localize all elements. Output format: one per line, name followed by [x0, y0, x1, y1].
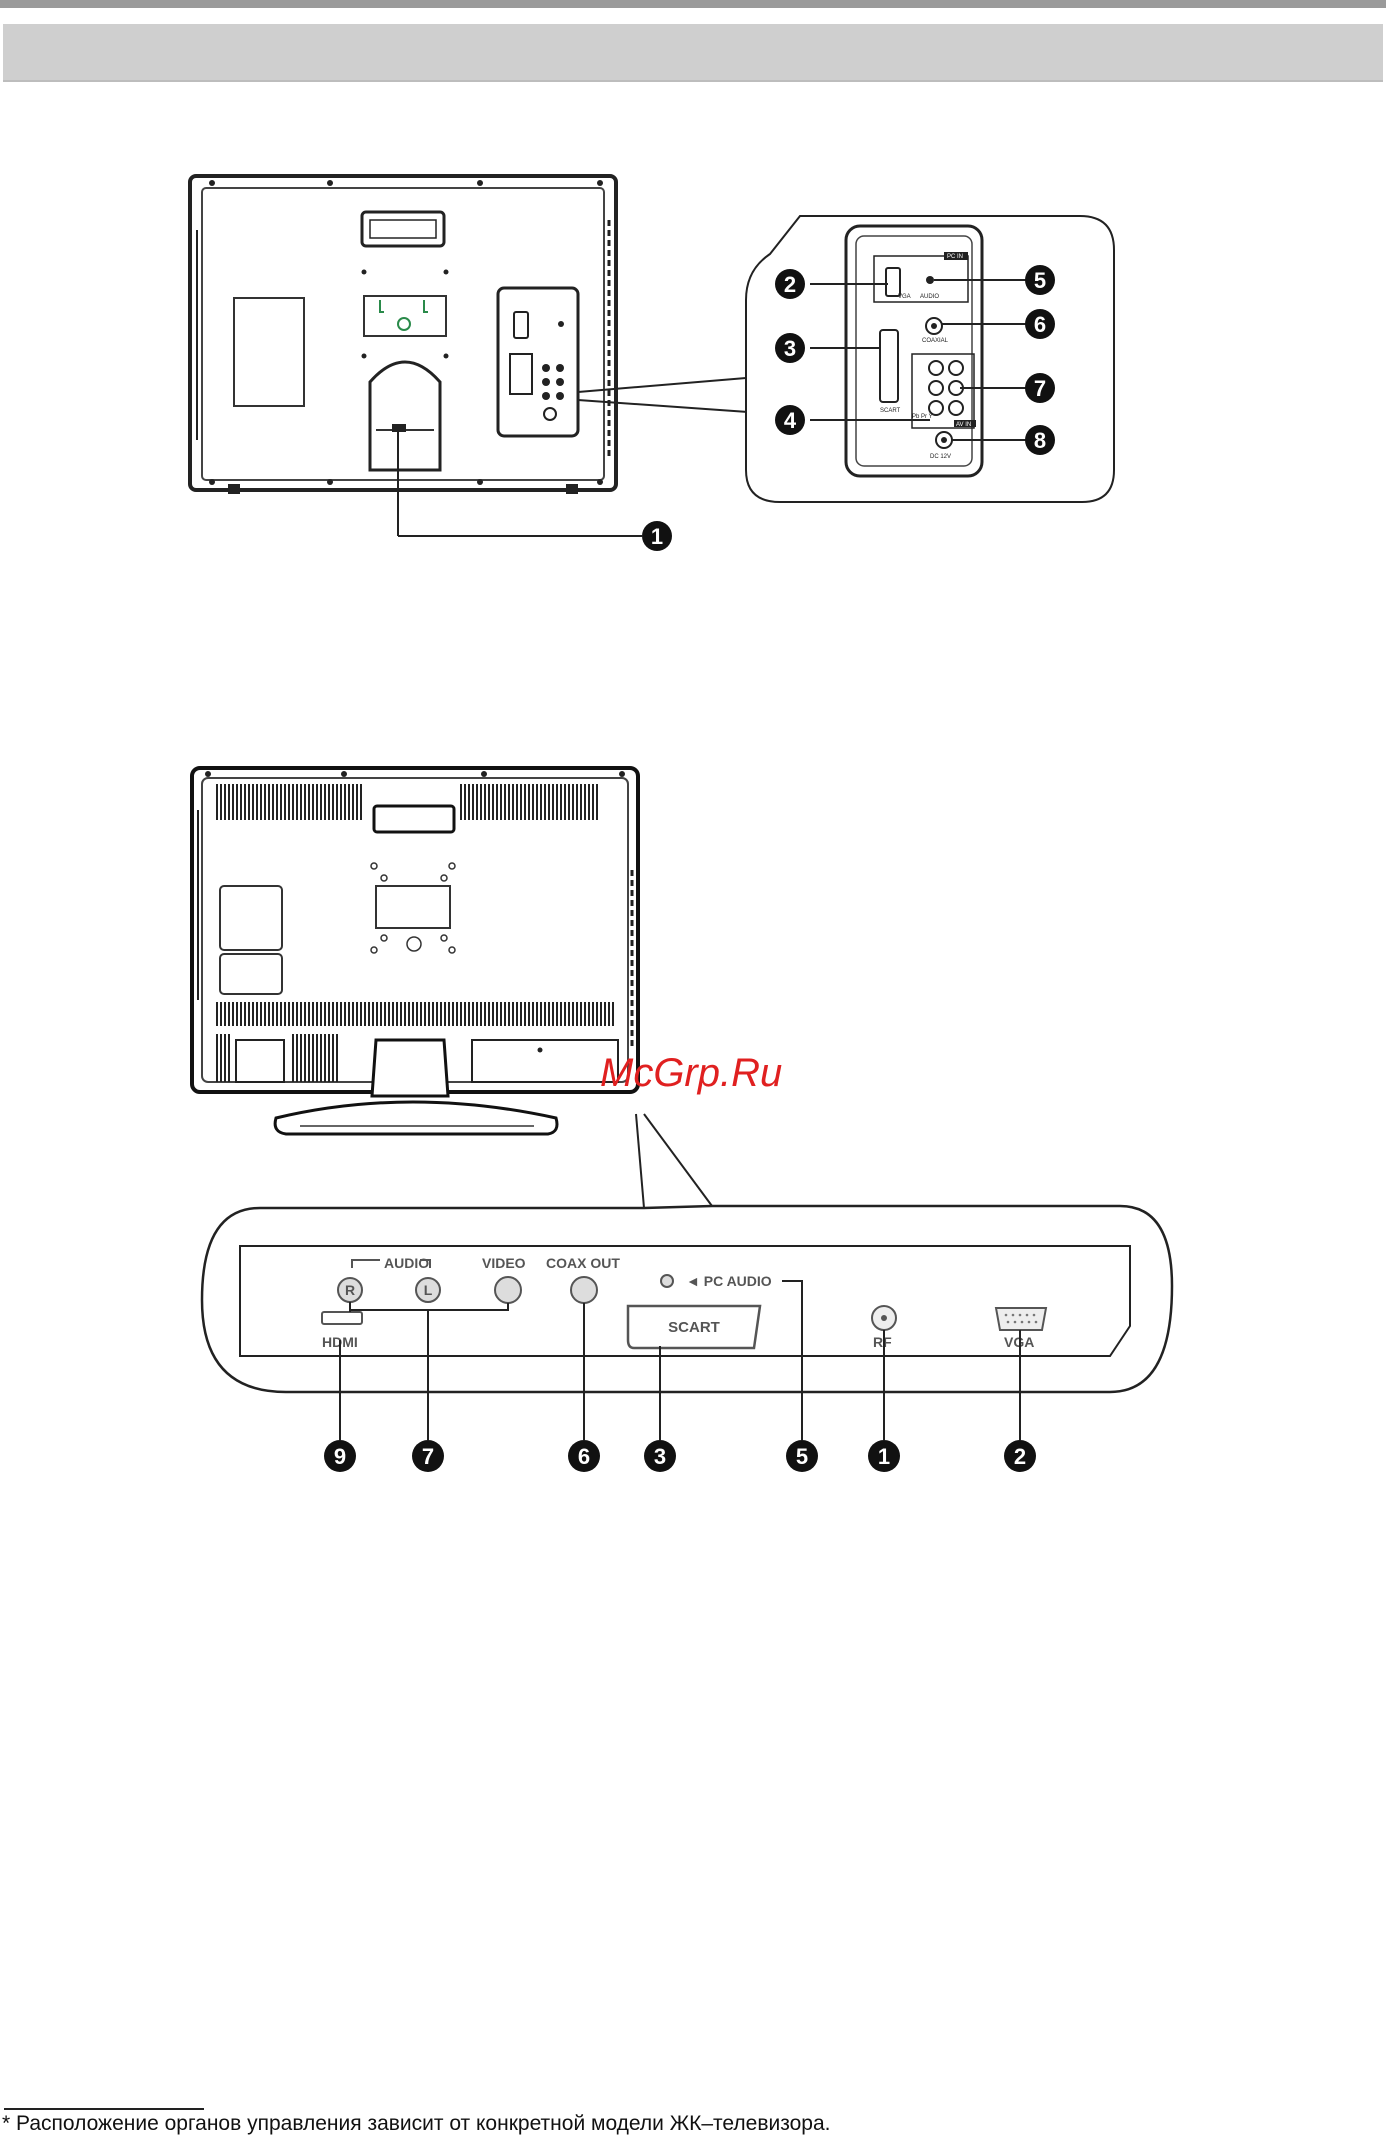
av-in-label: AV IN	[956, 422, 971, 428]
zoom-leader-2	[636, 1114, 712, 1208]
callout-3b: 3	[644, 1440, 676, 1472]
callout-9: 9	[324, 1440, 356, 1472]
callout-3: 3	[775, 333, 805, 363]
inset-connector-detail-1: PC IN VGA AUDIO COAXIAL SCART Pb Pr Y AV…	[746, 216, 1114, 502]
callout-b7-num: 7	[422, 1444, 434, 1469]
tv-rear-diagram-1	[190, 176, 616, 494]
hdmi-port	[322, 1312, 362, 1324]
callout-7b: 7	[412, 1440, 444, 1472]
callout-b6-num: 6	[578, 1444, 590, 1469]
callout-6-num: 6	[1034, 312, 1046, 337]
callout-1-num: 1	[651, 524, 663, 549]
callout-6b: 6	[568, 1440, 600, 1472]
audio-r-label: R	[345, 1282, 355, 1298]
callout-5: 5	[1025, 265, 1055, 295]
callout-2b: 2	[1004, 1440, 1036, 1472]
callout-b9-num: 9	[334, 1444, 346, 1469]
callout-b2-num: 2	[1014, 1444, 1026, 1469]
coax-out-label: COAX OUT	[546, 1255, 620, 1271]
callout-4: 4	[775, 405, 805, 435]
callout-8: 8	[1025, 425, 1055, 455]
callout-b5-num: 5	[796, 1444, 808, 1469]
video-label: VIDEO	[482, 1255, 526, 1271]
callouts-fig2: 9 7 6 3 5 1 2	[324, 1440, 1036, 1472]
callout-6: 6	[1025, 309, 1055, 339]
callout-5-num: 5	[1034, 268, 1046, 293]
callout-2-num: 2	[784, 272, 796, 297]
vga-port	[996, 1308, 1046, 1330]
scart-small-label: SCART	[880, 408, 901, 414]
tv-rear-diagram-2	[192, 768, 638, 1134]
callout-5b: 5	[786, 1440, 818, 1472]
callout-1b: 1	[868, 1440, 900, 1472]
callout-b3-num: 3	[654, 1444, 666, 1469]
scart-label: SCART	[668, 1319, 720, 1336]
audio-l-label: L	[424, 1282, 433, 1298]
audio-label: AUDIO	[384, 1255, 429, 1271]
callout-3-num: 3	[784, 336, 796, 361]
dc-label: DC 12V	[930, 454, 951, 460]
vga-small-label: VGA	[898, 294, 911, 300]
watermark: McGrp.Ru	[600, 1051, 782, 1095]
coax-out-jack	[571, 1277, 597, 1303]
pc-in-label: PC IN	[947, 254, 963, 260]
video-jack	[495, 1277, 521, 1303]
callout-7-num: 7	[1034, 376, 1046, 401]
coaxial-small-label: COAXIAL	[922, 338, 949, 344]
callout-7: 7	[1025, 373, 1055, 403]
callout-8-num: 8	[1034, 428, 1046, 453]
pc-audio-label: ◄ PC AUDIO	[686, 1273, 772, 1289]
rf-label: RF	[873, 1334, 892, 1350]
callout-4-num: 4	[784, 408, 797, 433]
callout-b1-num: 1	[878, 1444, 890, 1469]
callout-2: 2	[775, 269, 805, 299]
callout-1: 1	[642, 521, 672, 551]
footnote-rule	[4, 2108, 204, 2110]
footnote-text: * Расположение органов управления зависи…	[2, 2112, 830, 2136]
connector-panel-enlarged: AUDIO R L VIDEO COAX OUT ◄ PC AUDIO SCAR…	[202, 1206, 1172, 1392]
pc-audio-jack	[661, 1275, 673, 1287]
audio-small-label: AUDIO	[920, 294, 939, 300]
